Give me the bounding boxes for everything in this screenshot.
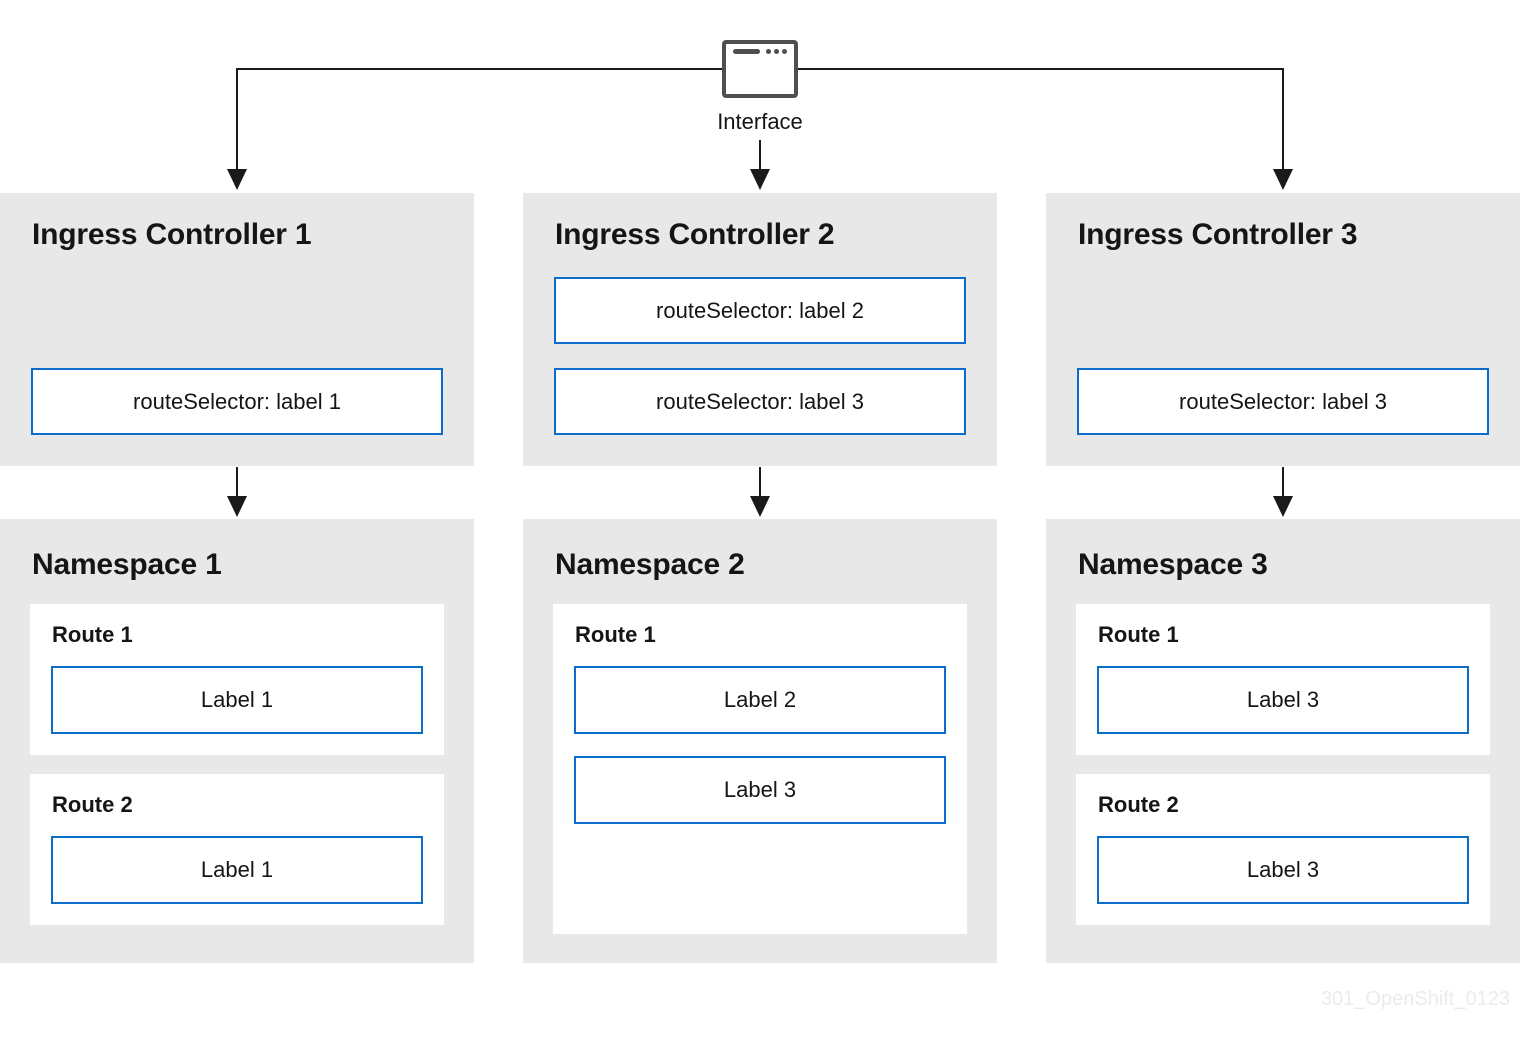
browser-dot-icon [774, 49, 779, 54]
route-card: Route 2 Label 1 [30, 774, 444, 925]
namespace-1-title: Namespace 1 [32, 548, 222, 581]
route-label-box: Label 2 [574, 666, 946, 734]
namespace-2-panel: Namespace 2 Route 1 Label 2 Label 3 [523, 519, 997, 963]
route-card: Route 1 Label 2 Label 3 [553, 604, 967, 934]
watermark-text: 301_OpenShift_0123 [1320, 988, 1510, 1010]
ingress-controller-1-title: Ingress Controller 1 [32, 218, 312, 251]
route-label-box: Label 3 [574, 756, 946, 824]
ingress-controller-3-title: Ingress Controller 3 [1078, 218, 1358, 251]
namespace-3-title: Namespace 3 [1078, 548, 1268, 581]
interface-label: Interface [717, 109, 803, 134]
arrowhead-to-namespace-1 [227, 496, 247, 517]
route-label-box: Label 1 [51, 836, 423, 904]
route-label-box: Label 3 [1097, 836, 1469, 904]
arrowhead-to-controller-1 [227, 169, 247, 190]
route-title: Route 2 [52, 792, 133, 817]
route-selector-box: routeSelector: label 3 [554, 368, 966, 435]
route-card: Route 1 Label 1 [30, 604, 444, 755]
arrowhead-to-namespace-3 [1273, 496, 1293, 517]
route-title: Route 1 [575, 622, 656, 647]
arrowhead-to-controller-2 [750, 169, 770, 190]
route-selector-box: routeSelector: label 2 [554, 277, 966, 344]
namespace-1-panel: Namespace 1 Route 1 Label 1 Route 2 Labe… [0, 519, 474, 963]
arrowhead-to-namespace-2 [750, 496, 770, 517]
namespace-2-title: Namespace 2 [555, 548, 745, 581]
route-label-box: Label 3 [1097, 666, 1469, 734]
browser-titlebar-dash [733, 49, 760, 54]
ingress-controller-2-panel: Ingress Controller 2 routeSelector: labe… [523, 193, 997, 466]
browser-dot-icon [782, 49, 787, 54]
browser-window-icon [722, 40, 798, 98]
browser-titlebar-dots [766, 49, 787, 54]
arrowhead-to-controller-3 [1273, 169, 1293, 190]
ingress-controller-3-panel: Ingress Controller 3 routeSelector: labe… [1046, 193, 1520, 466]
route-card: Route 2 Label 3 [1076, 774, 1490, 925]
route-selector-box: routeSelector: label 1 [31, 368, 443, 435]
ingress-controller-2-title: Ingress Controller 2 [555, 218, 835, 251]
route-title: Route 1 [52, 622, 133, 647]
browser-dot-icon [766, 49, 771, 54]
route-selector-box: routeSelector: label 3 [1077, 368, 1489, 435]
namespace-3-panel: Namespace 3 Route 1 Label 3 Route 2 Labe… [1046, 519, 1520, 963]
route-title: Route 1 [1098, 622, 1179, 647]
ingress-controller-1-panel: Ingress Controller 1 routeSelector: labe… [0, 193, 474, 466]
route-card: Route 1 Label 3 [1076, 604, 1490, 755]
route-label-box: Label 1 [51, 666, 423, 734]
route-title: Route 2 [1098, 792, 1179, 817]
